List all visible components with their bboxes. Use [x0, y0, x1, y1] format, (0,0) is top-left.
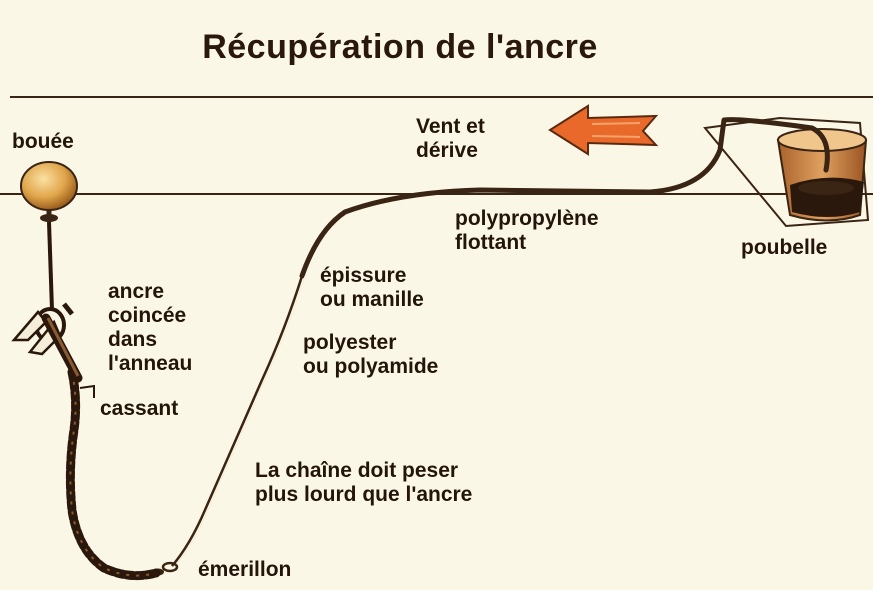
label-emerillon: émerillon	[198, 558, 292, 581]
label-polypropylene-line1: polypropylène	[455, 207, 599, 230]
label-epissure-line2: ou manille	[320, 288, 424, 311]
label-vent-line2: dérive	[416, 139, 478, 162]
label-polyester-line2: ou polyamide	[303, 355, 439, 378]
label-polypropylene: polypropylène flottant	[455, 207, 599, 255]
label-cassant: cassant	[100, 397, 179, 420]
label-poubelle: poubelle	[741, 236, 828, 259]
label-polyester: polyester ou polyamide	[303, 331, 438, 379]
label-epissure-line1: épissure	[320, 264, 407, 287]
label-polypropylene-line2: flottant	[455, 231, 527, 254]
label-ancre-line3: dans	[108, 328, 158, 351]
label-bouee: bouée	[12, 130, 74, 153]
polyester-rope	[171, 275, 304, 567]
label-ancre-line4: l'anneau	[108, 352, 193, 375]
label-chaine-line2: plus lourd que l'ancre	[255, 483, 473, 506]
wind-arrow-icon	[548, 104, 659, 156]
anchor-icon	[11, 302, 83, 383]
label-epissure: épissure ou manille	[320, 264, 424, 312]
label-chaine-line1: La chaîne doit peser	[255, 459, 459, 482]
label-polyester-line1: polyester	[303, 331, 397, 354]
buoy-icon	[20, 161, 78, 222]
label-vent-line1: Vent et	[416, 115, 485, 138]
label-ancre-line2: coincée	[108, 304, 187, 327]
diagram-title: Récupération de l'ancre	[202, 28, 598, 66]
bin-icon	[703, 116, 870, 228]
weak-link-marker	[79, 384, 95, 398]
buoy-line	[47, 221, 54, 311]
polypropylene-rope	[299, 117, 830, 279]
label-chaine: La chaîne doit peser plus lourd que l'an…	[255, 459, 472, 507]
label-ancre-line1: ancre	[108, 280, 165, 303]
label-ancre: ancre coincée dans l'anneau	[108, 280, 192, 376]
label-vent: Vent et dérive	[416, 115, 485, 163]
